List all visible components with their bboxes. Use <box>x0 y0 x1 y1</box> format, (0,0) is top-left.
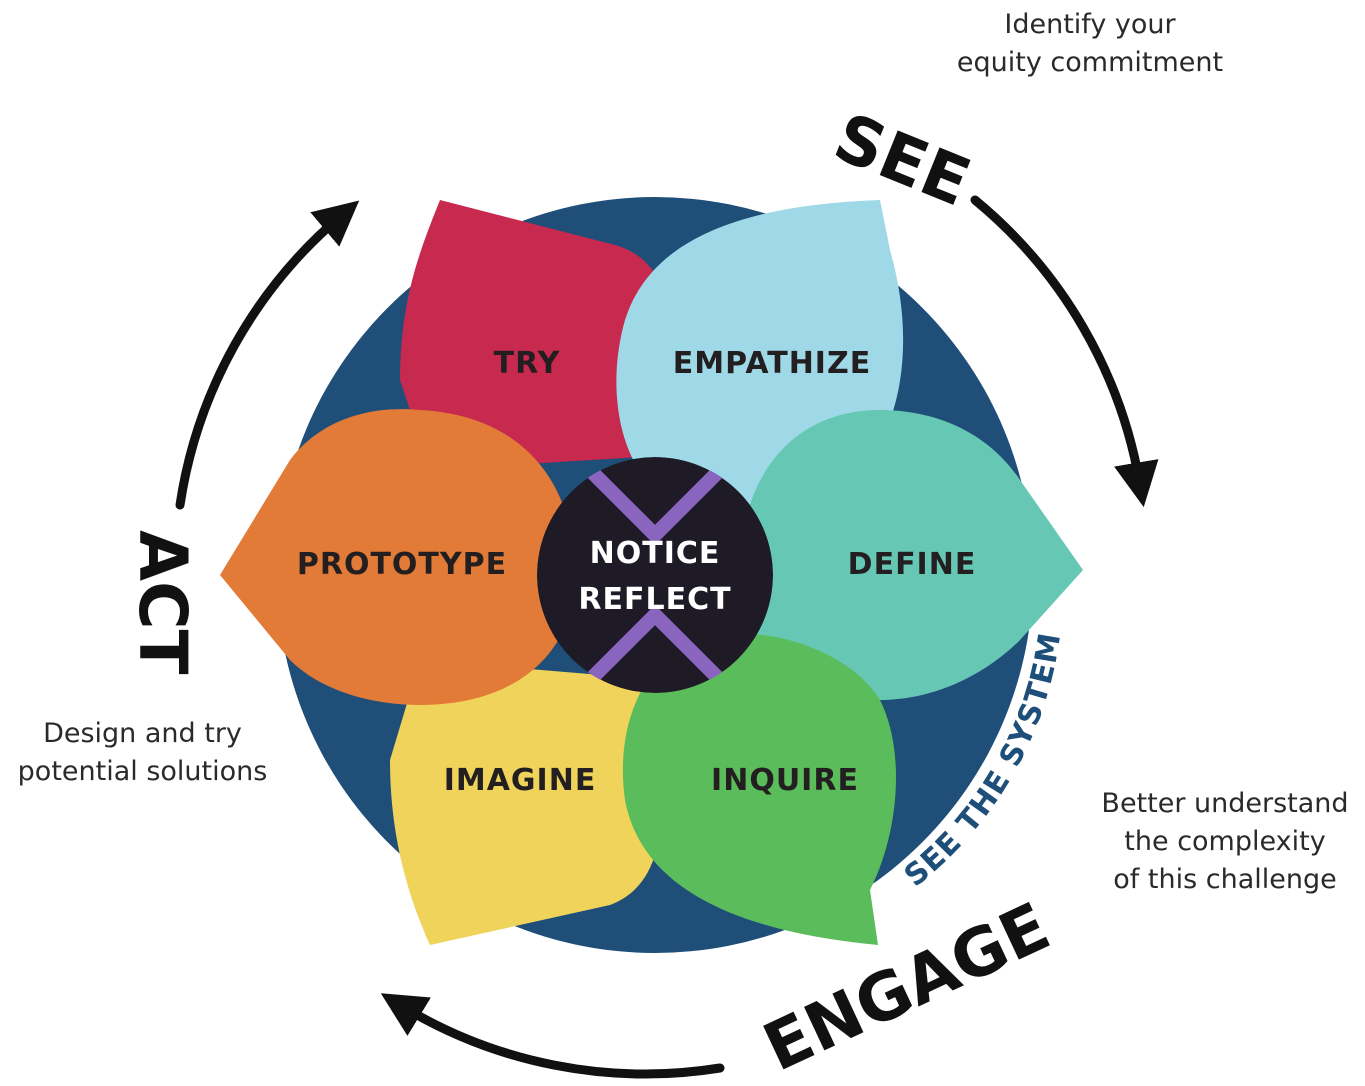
act-note: Design and try potential solutions <box>0 715 285 791</box>
center-chevron-stripe <box>537 457 773 545</box>
phase-act: ACT <box>124 530 201 675</box>
center-label-reflect: REFLECT <box>578 582 731 617</box>
engage-note-line-1: Better understand <box>1101 788 1349 819</box>
center-chevron-stripe <box>537 605 773 693</box>
petal-prototype[interactable] <box>220 409 575 705</box>
engage-note: Better understand the complexity of this… <box>1085 785 1365 899</box>
act-note-line-2: potential solutions <box>17 756 268 787</box>
petal-inquire[interactable] <box>622 633 897 945</box>
petal-label-empathize: EMPATHIZE <box>673 346 871 381</box>
engage-arrow <box>380 993 725 1079</box>
act-arrow <box>175 200 360 510</box>
see-arrow <box>970 195 1159 508</box>
center-label-notice: NOTICE <box>590 536 721 571</box>
see-note-line-1: Identify your <box>1004 9 1176 40</box>
petal-define[interactable] <box>740 410 1083 700</box>
engage-note-line-3: of this challenge <box>1113 864 1337 895</box>
petal-label-inquire: INQUIRE <box>711 763 859 798</box>
petal-label-define: DEFINE <box>848 547 977 582</box>
petal-label-try: TRY <box>494 346 561 381</box>
petal-label-imagine: IMAGINE <box>444 763 597 798</box>
petal-label-prototype: PROTOTYPE <box>297 547 507 582</box>
act-note-line-1: Design and try <box>43 718 242 749</box>
see-note-line-2: equity commitment <box>956 47 1224 78</box>
engage-note-line-2: the complexity <box>1124 826 1326 857</box>
see-note: Identify your equity commitment <box>930 6 1250 82</box>
petal-imagine[interactable] <box>390 660 662 945</box>
center-circle <box>537 457 773 693</box>
petal-try[interactable] <box>400 200 672 470</box>
